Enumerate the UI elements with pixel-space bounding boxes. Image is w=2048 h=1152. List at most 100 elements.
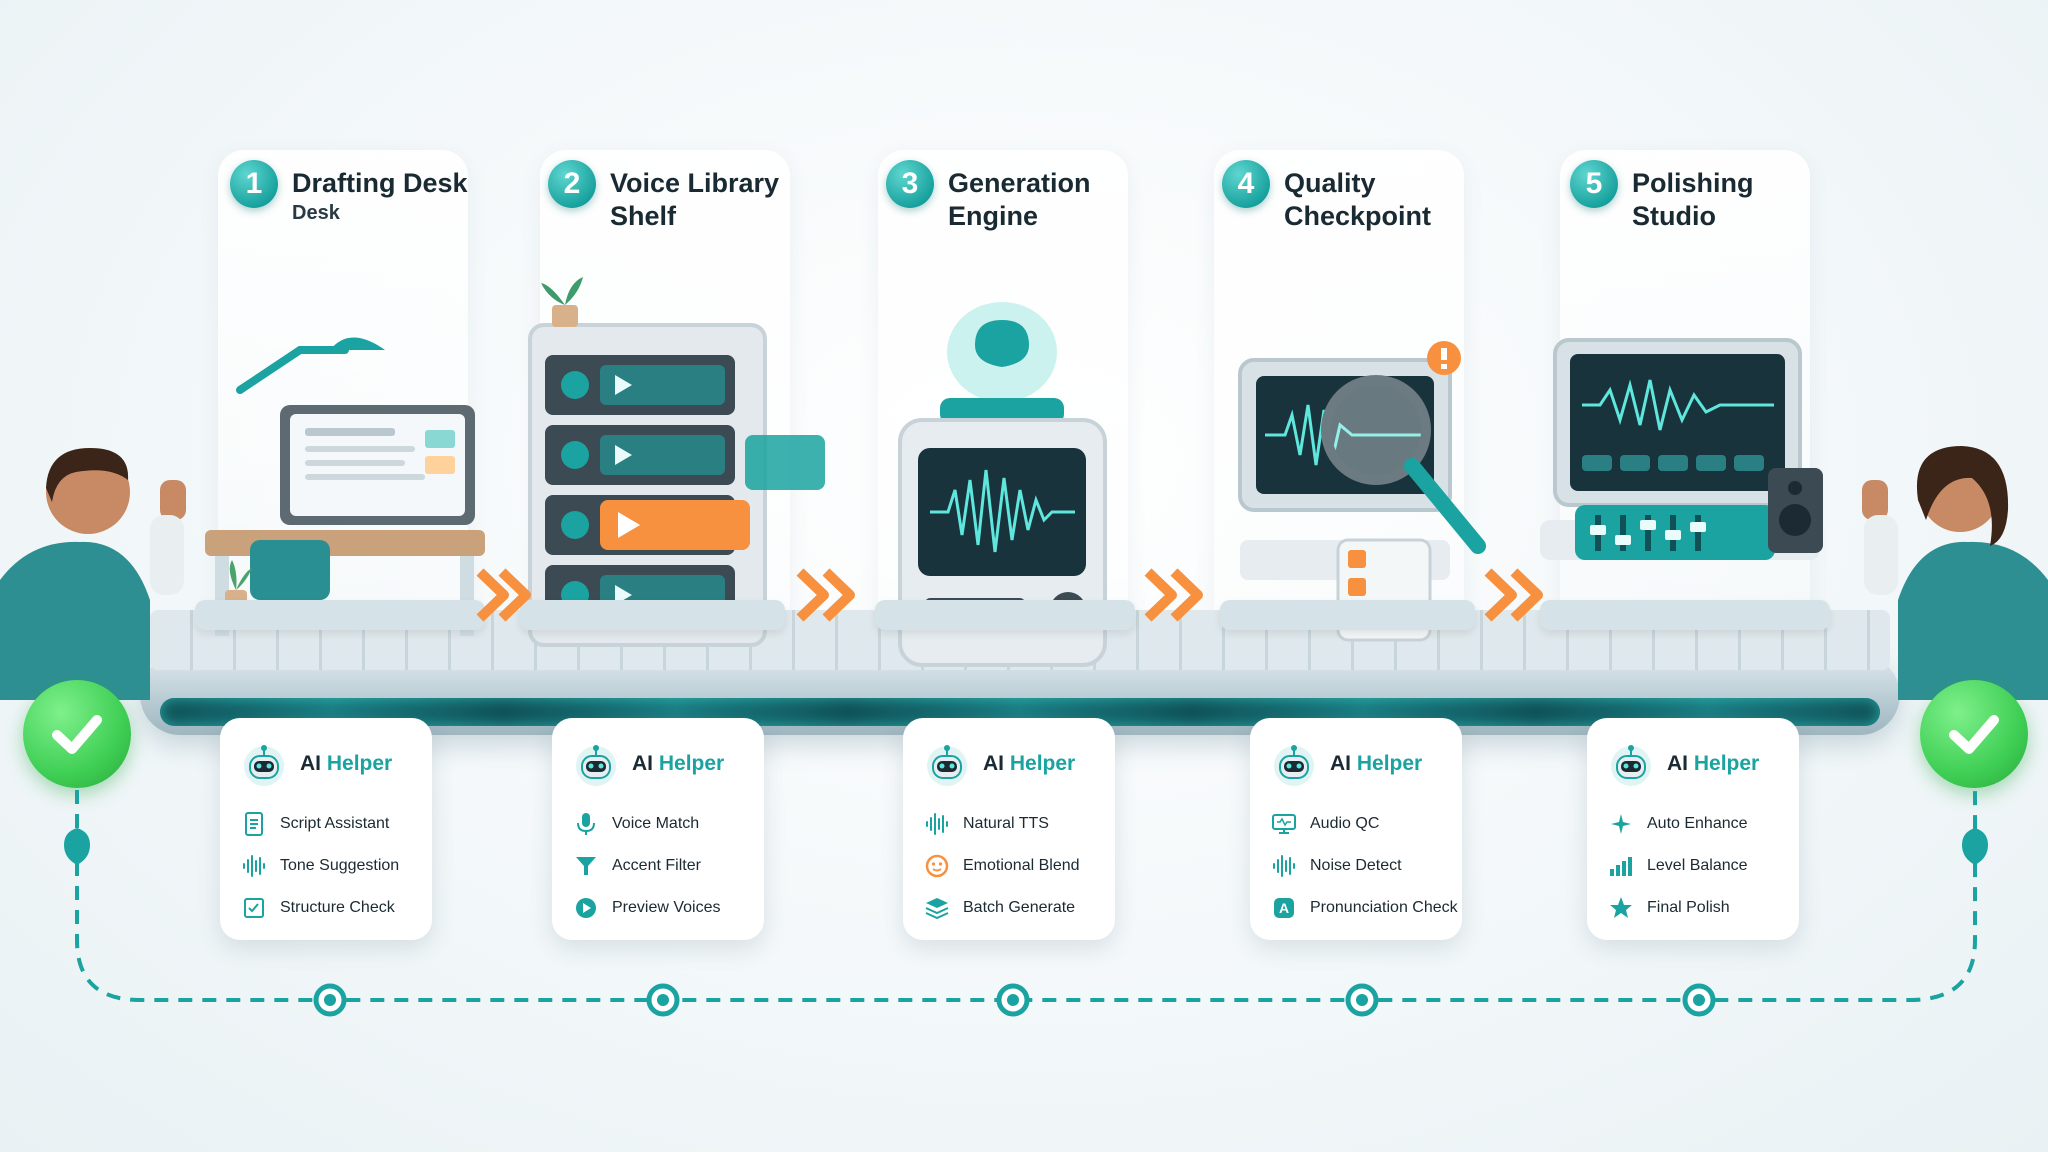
monitor-icon	[1272, 812, 1296, 836]
filter-icon	[574, 854, 598, 878]
svg-text:A: A	[1279, 900, 1289, 916]
helper-item: Final Polish	[1609, 896, 1730, 920]
stage-platform	[195, 600, 485, 630]
polishing-studio-illustration	[1540, 338, 1823, 560]
ai-helper-card-5: AI Helper Auto Enhance Level Balance Fin…	[1587, 718, 1799, 940]
helper-item: Voice Match	[574, 812, 699, 836]
helper-item-label: Final Polish	[1647, 899, 1730, 916]
helper-item: Structure Check	[242, 896, 395, 920]
checklist-icon	[242, 896, 266, 920]
stage-number-badge: 1	[230, 160, 278, 208]
stage-heading-3: 3 Generation Engine	[886, 160, 1091, 233]
robot-icon	[1274, 745, 1314, 786]
helper-item-label: Natural TTS	[963, 815, 1049, 832]
stage-platform	[1220, 600, 1475, 630]
stage-platform	[520, 600, 785, 630]
helper-item: Script Assistant	[242, 812, 389, 836]
checkmark-icon	[1949, 715, 1999, 754]
stage-number-badge: 3	[886, 160, 934, 208]
bars-icon	[1609, 854, 1633, 878]
stage-platform	[1540, 600, 1830, 630]
emotion-icon	[925, 854, 949, 878]
play-icon	[574, 896, 598, 920]
helper-item: Accent Filter	[574, 854, 701, 878]
helper-item: Auto Enhance	[1609, 812, 1748, 836]
helper-item-label: Script Assistant	[280, 815, 390, 832]
helper-item-label: Voice Match	[612, 815, 700, 832]
stage-title: Voice Library Shelf	[610, 168, 780, 231]
ai-helper-card-1: AI Helper Script Assistant Tone Suggesti…	[220, 718, 432, 940]
stage-heading-4: 4 Quality Checkpoint	[1222, 160, 1431, 233]
helper-title-ai: AI	[983, 752, 1004, 775]
ai-helper-card-3: AI Helper Natural TTS Emotional Blend Ba…	[903, 718, 1115, 940]
chevron-arrow-icon	[1484, 568, 1543, 622]
sparkle-icon	[1609, 812, 1633, 836]
stage-number-badge: 2	[548, 160, 596, 208]
helper-header: AI Helper	[572, 740, 724, 788]
pin-icon	[1962, 828, 1988, 865]
waveform-icon	[242, 854, 266, 878]
chevron-arrow-icon	[1144, 568, 1203, 622]
helper-item: Preview Voices	[574, 896, 721, 920]
helper-item: A Pronunciation Check	[1272, 896, 1458, 920]
waveform-icon	[1272, 854, 1296, 878]
checkmark-icon	[52, 715, 102, 754]
helper-item-label: Noise Detect	[1310, 857, 1402, 874]
stage-number-badge: 4	[1222, 160, 1270, 208]
timeline-node	[646, 983, 680, 1017]
drafting-desk-illustration	[205, 337, 485, 636]
helper-header: AI Helper	[923, 740, 1075, 788]
check-badge-end	[1920, 680, 2028, 788]
robot-icon	[244, 745, 284, 786]
stage-subtitle: Desk	[292, 202, 340, 224]
helper-header: AI Helper	[1270, 740, 1422, 788]
document-icon	[242, 812, 266, 836]
stage-number-badge: 5	[1570, 160, 1618, 208]
stage-heading-5: 5 Polishing Studio	[1570, 160, 1754, 233]
pin-icon	[64, 828, 90, 865]
ai-helper-card-2: AI Helper Voice Match Accent Filter Prev…	[552, 718, 764, 940]
person-left-illustration	[0, 448, 186, 700]
layers-icon	[925, 896, 949, 920]
star-icon	[1609, 896, 1633, 920]
stage-heading-1: 1 Drafting Desk Desk	[230, 160, 468, 225]
check-badge-start	[23, 680, 131, 788]
helper-item: Tone Suggestion	[242, 854, 399, 878]
helper-title-ai: AI	[300, 752, 321, 775]
helper-header: AI Helper	[240, 740, 392, 788]
helper-title-ai: AI	[1330, 752, 1351, 775]
helper-item-label: Pronunciation Check	[1310, 899, 1458, 916]
helper-item-label: Preview Voices	[612, 899, 721, 916]
stage-title: Polishing Studio	[1632, 168, 1754, 231]
timeline-node	[313, 983, 347, 1017]
person-right-illustration	[1862, 446, 2048, 700]
helper-item: Audio QC	[1272, 812, 1379, 836]
timeline-node	[996, 983, 1030, 1017]
chevron-arrow-icon	[796, 568, 855, 622]
helper-item-label: Audio QC	[1310, 815, 1380, 832]
helper-item-label: Level Balance	[1647, 857, 1748, 874]
chevron-arrow-icon	[476, 568, 531, 622]
helper-item: Batch Generate	[925, 896, 1075, 920]
helper-item-label: Structure Check	[280, 899, 395, 916]
timeline-node	[1345, 983, 1379, 1017]
waveform-icon	[925, 812, 949, 836]
helper-item: Emotional Blend	[925, 854, 1080, 878]
helper-header: AI Helper	[1607, 740, 1759, 788]
timeline-node	[1682, 983, 1716, 1017]
robot-icon	[576, 745, 616, 786]
robot-icon	[927, 745, 967, 786]
helper-title-helper: Helper	[1356, 752, 1423, 775]
helper-item-label: Tone Suggestion	[280, 857, 400, 874]
stage-title: Generation Engine	[948, 168, 1091, 231]
helper-item: Level Balance	[1609, 854, 1748, 878]
stage-heading-2: 2 Voice Library Shelf	[548, 160, 779, 233]
helper-item: Natural TTS	[925, 812, 1049, 836]
microphone-icon	[574, 812, 598, 836]
stage-platform	[875, 600, 1135, 630]
helper-item-label: Accent Filter	[612, 857, 701, 874]
helper-title-ai: AI	[1667, 752, 1688, 775]
helper-item: Noise Detect	[1272, 854, 1402, 878]
helper-title-helper: Helper	[1693, 752, 1760, 775]
